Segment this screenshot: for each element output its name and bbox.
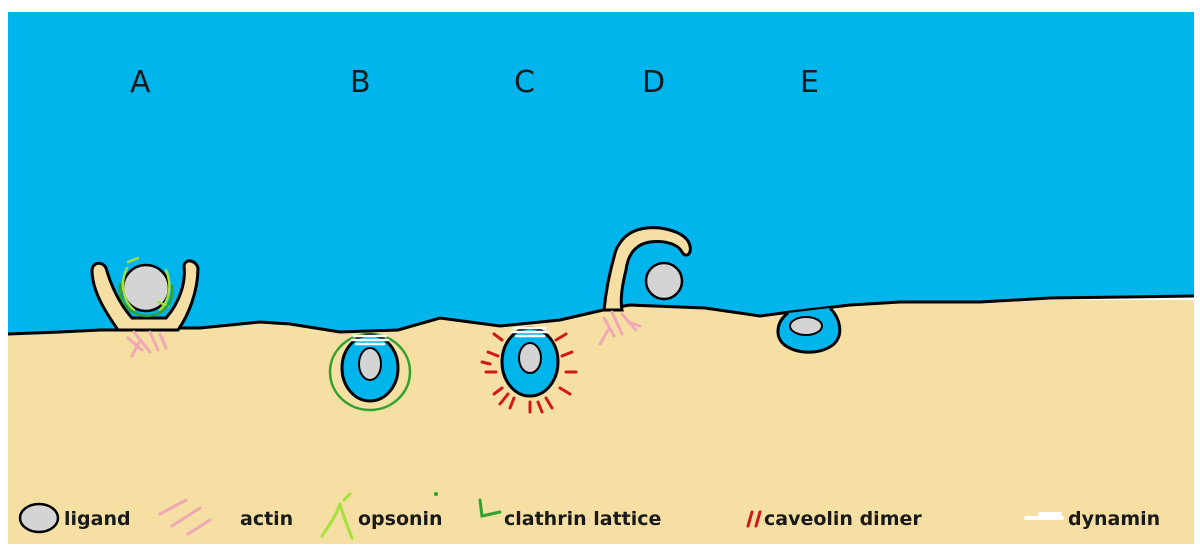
- stage-c-ligand: [519, 343, 541, 373]
- stage-e-ligand: [790, 317, 822, 335]
- stage-c-dynamin: [512, 328, 548, 336]
- stage-label-e: E: [800, 65, 819, 100]
- stage-label-d: D: [642, 65, 665, 100]
- legend-label-actin: actin: [240, 508, 293, 530]
- legend-label-clathrin: clathrin lattice: [504, 508, 661, 530]
- stage-b-dynamin: [352, 336, 388, 344]
- legend-item-caveolin: caveolin dimer: [748, 508, 922, 530]
- legend-label-caveolin: caveolin dimer: [764, 508, 922, 530]
- clathrin-dot-icon: [434, 492, 438, 496]
- legend-label-ligand: ligand: [64, 508, 131, 530]
- stage-label-b: B: [350, 65, 371, 100]
- stage-b-clathrin-vesicle: [330, 334, 410, 410]
- stage-e-pinocytosis: [778, 308, 840, 352]
- legend-label-opsonin: opsonin: [358, 508, 443, 530]
- stage-d-ligand: [646, 263, 682, 299]
- stage-label-c: C: [514, 65, 535, 100]
- ligand-swatch-icon: [20, 504, 58, 532]
- legend-item-ligand: ligand: [20, 504, 131, 532]
- legend-label-dynamin: dynamin: [1068, 508, 1160, 530]
- stage-label-a: A: [130, 65, 151, 100]
- stage-b-ligand: [359, 348, 381, 380]
